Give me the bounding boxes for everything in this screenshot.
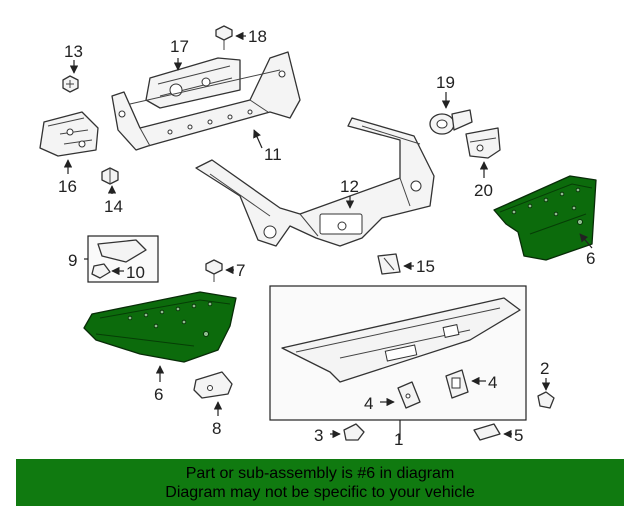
callout-19: 19 <box>436 73 455 92</box>
footer-line-1: Part or sub-assembly is #6 in diagram <box>185 464 455 482</box>
callout-12: 12 <box>340 177 359 196</box>
bolt-7 <box>205 259 223 282</box>
bolt-18 <box>215 25 233 50</box>
callout-4-upper: 4 <box>488 373 497 392</box>
parts-diagram: 13 16 14 17 18 11 <box>39 25 597 449</box>
crossmember-11 <box>111 51 301 151</box>
footer-line-2: Diagram may not be specific to your vehi… <box>165 483 475 501</box>
step-bumper-1 <box>281 297 521 383</box>
pad-5 <box>473 423 501 441</box>
clip-15 <box>377 253 401 275</box>
callout-6-right: 6 <box>586 249 595 268</box>
callout-13: 13 <box>64 42 83 61</box>
clip-2 <box>537 391 555 409</box>
callout-5: 5 <box>514 426 523 445</box>
callout-20: 20 <box>474 181 493 200</box>
callout-6-left: 6 <box>154 385 163 404</box>
callout-17: 17 <box>170 37 189 56</box>
callout-18: 18 <box>248 27 267 46</box>
bracket-4-lower <box>397 381 421 409</box>
callout-1: 1 <box>394 430 403 449</box>
bracket-8 <box>193 371 233 399</box>
callout-15: 15 <box>416 257 435 276</box>
footer-banner: Part or sub-assembly is #6 in diagram Di… <box>16 459 624 506</box>
callout-4-lower: 4 <box>364 394 373 413</box>
callout-7: 7 <box>236 261 245 280</box>
callout-14: 14 <box>104 197 123 216</box>
bumper-extension-right-6 <box>493 175 597 261</box>
pad-9 <box>97 239 147 263</box>
callout-16: 16 <box>58 177 77 196</box>
callout-9: 9 <box>68 251 77 270</box>
bolt-14 <box>101 167 119 185</box>
callout-11: 11 <box>264 145 282 164</box>
bracket-4-upper <box>445 369 469 399</box>
bolt-13 <box>62 75 79 93</box>
callout-2: 2 <box>540 359 549 378</box>
clip-3 <box>343 423 365 441</box>
bracket-20 <box>465 127 501 159</box>
sensor-19 <box>429 109 473 135</box>
clip-10 <box>91 263 111 279</box>
callout-8: 8 <box>212 419 221 438</box>
bumper-extension-left-6 <box>83 291 237 363</box>
callout-3: 3 <box>314 426 323 445</box>
callout-10: 10 <box>126 263 145 282</box>
bracket-16 <box>39 111 99 157</box>
hitch-12 <box>195 117 435 247</box>
plate-17 <box>145 57 241 109</box>
